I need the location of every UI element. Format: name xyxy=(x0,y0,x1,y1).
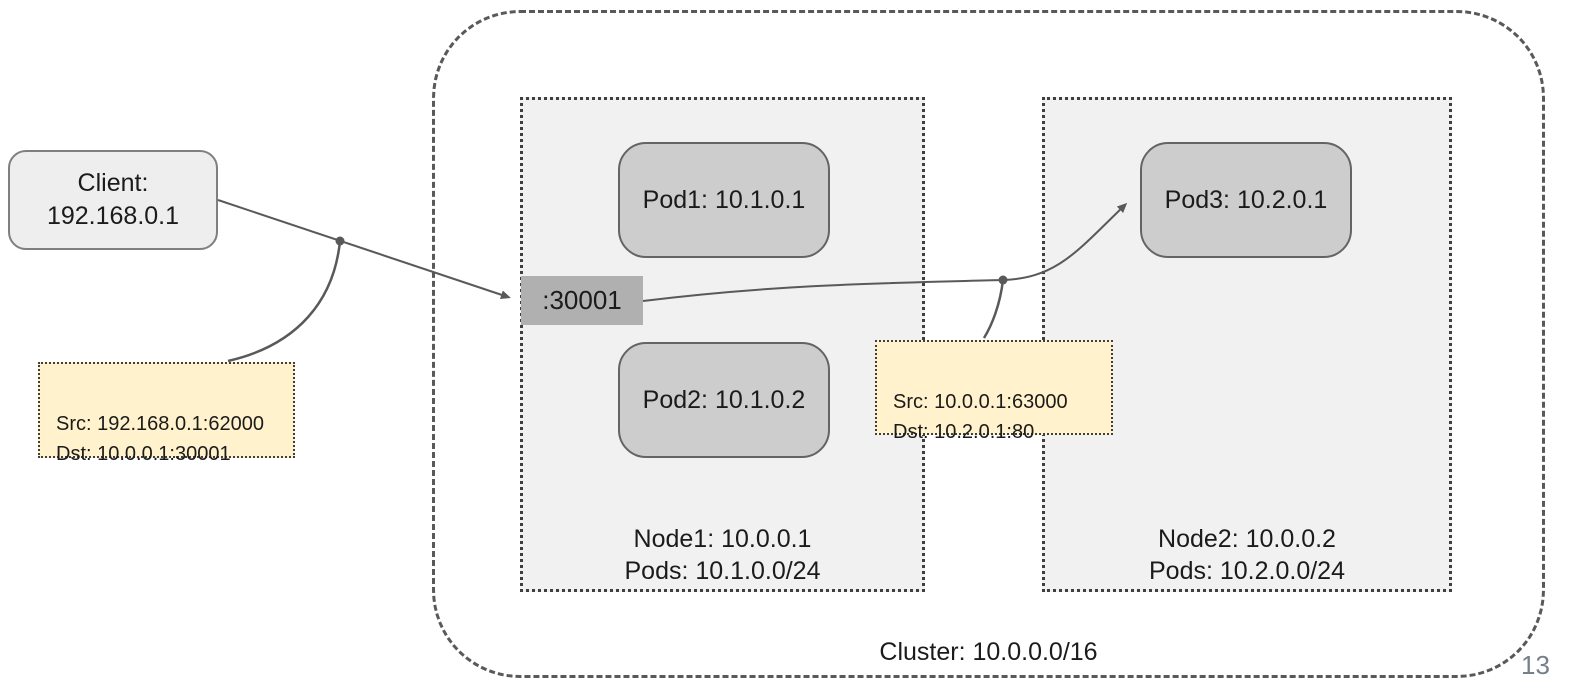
nodeport-label: :30001 xyxy=(542,285,622,315)
leader-client-callout xyxy=(227,240,342,363)
node1-label: Node1: 10.0.0.1 Pods: 10.1.0.0/24 xyxy=(624,525,821,585)
callout-client-packet: Src: 192.168.0.1:62000 Dst: 10.0.0.1:300… xyxy=(38,362,295,465)
client-label: Client: 192.168.0.1 xyxy=(46,169,180,230)
cluster-label: Cluster: 10.0.0.0/16 xyxy=(879,638,1098,666)
pod1-label: Pod1: 10.1.0.1 xyxy=(642,185,806,214)
nodeport-badge: :30001 xyxy=(521,276,643,325)
pod2-box: Pod2: 10.1.0.2 xyxy=(618,342,830,458)
pod2-label: Pod2: 10.1.0.2 xyxy=(642,385,806,414)
node2-label: Node2: 10.0.0.2 Pods: 10.2.0.0/24 xyxy=(1149,525,1345,585)
pod1-box: Pod1: 10.1.0.1 xyxy=(618,142,830,258)
page-number: 13 xyxy=(1521,650,1550,680)
cluster-boundary xyxy=(432,10,1545,678)
callout-snat-packet: Src: 10.0.0.1:63000 Dst: 10.2.0.1:80 xyxy=(875,340,1113,443)
callout-snat-packet-text: Src: 10.0.0.1:63000 Dst: 10.2.0.1:80 xyxy=(893,391,1068,443)
callout-client-packet-text: Src: 192.168.0.1:62000 Dst: 10.0.0.1:300… xyxy=(56,413,264,465)
pod3-label: Pod3: 10.2.0.1 xyxy=(1164,185,1328,214)
client-box: Client: 192.168.0.1 xyxy=(8,150,218,250)
pod3-box: Pod3: 10.2.0.1 xyxy=(1140,142,1352,258)
junction-dot-client xyxy=(335,236,345,246)
